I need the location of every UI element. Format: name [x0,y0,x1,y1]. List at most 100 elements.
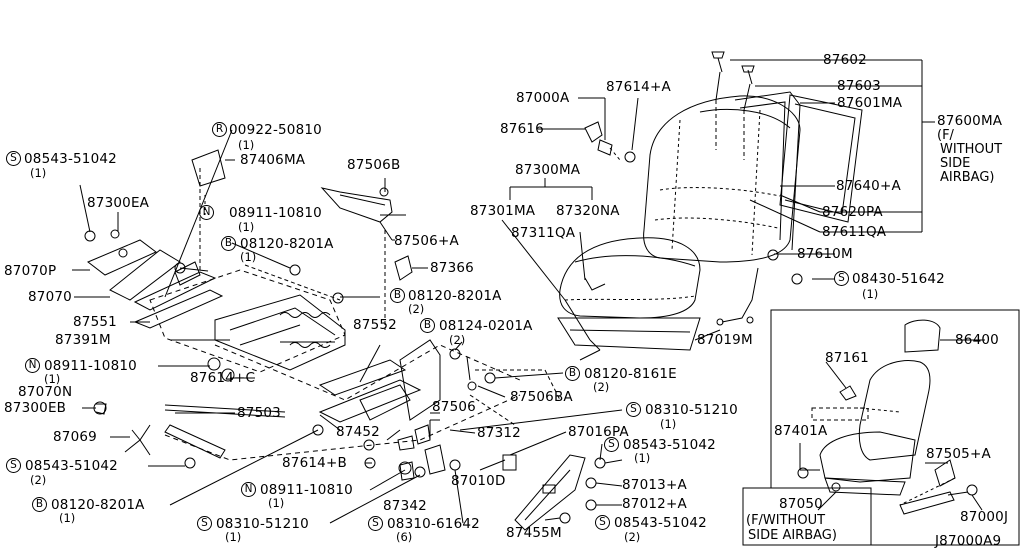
qty-08120-a: (1) [240,250,257,264]
symbol-n-08911-top: N [199,205,214,220]
symbol-s-08430: S [834,271,849,286]
label-08120-8201a-a: 08120-8201A [240,236,334,252]
label-87391m: 87391M [55,332,111,348]
label-08120-8201a-b: 08120-8201A [408,288,502,304]
label-87506a: 87506+A [394,233,459,249]
label-87070: 87070 [28,289,72,305]
label-87552: 87552 [353,317,397,333]
label-87012a: 87012+A [622,496,687,512]
qty-08310-bottom: (1) [225,530,242,544]
qty-08911-mid: (1) [44,372,61,386]
label-87300ea: 87300EA [87,195,150,211]
label-87161: 87161 [825,350,869,366]
label-87000j: 87000J [960,509,1009,525]
qty-08543-bottom: (2) [624,530,641,544]
symbol-b-08120-a: B [221,236,236,251]
label-87505a: 87505+A [926,446,991,462]
label-87366: 87366 [430,260,474,276]
label-87614a: 87614+A [606,79,671,95]
symbol-s-08543-bottom: S [595,515,610,530]
inset-note-line-2: SIDE AIRBAG) [748,528,837,543]
label-87050: 87050 [779,496,823,512]
symbol-b-08120-bottom: B [32,497,47,512]
label-08543-51042-bottom: 08543-51042 [614,515,707,531]
label-08543-51042-top: 08543-51042 [24,151,117,167]
label-87452: 87452 [336,424,380,440]
label-08120-8161e: 08120-8161E [584,366,677,382]
label-87506: 87506 [432,399,476,415]
label-87503: 87503 [237,405,281,421]
qty-08543-left: (2) [30,473,47,487]
label-08430-51642: 08430-51642 [852,271,945,287]
label-87603: 87603 [837,78,881,94]
symbol-s-08310-61642: S [368,516,383,531]
label-87611qa: 87611QA [822,224,887,240]
part-87366-shape [394,255,413,281]
qty-00922: (1) [238,138,255,152]
fasteners [84,187,803,524]
symbol-n-08911-bottom: N [241,482,256,497]
label-87455m: 87455M [506,525,562,541]
label-08120-8201a-bottom: 08120-8201A [51,497,145,513]
note-without-airbag-1: (F/ [937,128,954,143]
label-08124-0201a: 08124-0201A [439,318,533,334]
symbol-s-08543-left: S [6,458,21,473]
qty-08124: (2) [449,333,466,347]
qty-08120-8161: (2) [593,380,610,394]
label-87342: 87342 [383,498,427,514]
label-87406ma: 87406MA [240,152,306,168]
label-08310-51210-bottom: 08310-51210 [216,516,309,532]
label-08543-51042-right: 08543-51042 [623,437,716,453]
symbol-r-00922: R [212,122,227,137]
label-00922-50810: 00922-50810 [229,122,322,138]
label-08911-10810-bottom: 08911-10810 [260,482,353,498]
label-87312: 87312 [477,425,521,441]
label-87300ma: 87300MA [515,162,581,178]
label-08310-61642: 08310-61642 [387,516,480,532]
symbol-b-08124: B [420,318,435,333]
bracket-87406ma [164,129,235,298]
label-86400: 86400 [955,332,999,348]
label-87614b: 87614+B [282,455,347,471]
label-87070p: 87070P [4,263,57,279]
label-87640a: 87640+A [836,178,901,194]
note-without-airbag-4: AIRBAG) [940,170,995,185]
qty-08543-right: (1) [634,451,651,465]
note-without-airbag-3: SIDE [940,156,971,171]
qty-08310-right: (1) [660,417,677,431]
label-87601ma: 87601MA [837,95,903,111]
symbol-s-08543-top: S [6,151,21,166]
label-87070n: 87070N [18,384,73,400]
bracket-87300ma [501,178,601,361]
label-87000a: 87000A [516,90,570,106]
symbol-s-08310-bottom: S [197,516,212,531]
label-87616: 87616 [500,121,544,137]
note-without-airbag-2: WITHOUT [940,142,1003,157]
seat-back-outline [643,51,863,263]
label-08911-10810-top: 08911-10810 [229,205,322,221]
qty-08120-bottom: (1) [59,511,76,525]
symbol-b-08120-8161: B [565,366,580,381]
label-87013a: 87013+A [622,477,687,493]
label-87506b: 87506B [347,157,401,173]
label-87311qa: 87311QA [511,225,576,241]
label-87506ba: 87506BA [510,389,573,405]
label-87600ma: 87600MA [937,113,1003,129]
inset-note-line-1: (F/WITHOUT [746,513,826,528]
leaders-top-middle [538,97,639,163]
label-87320na: 87320NA [556,203,620,219]
label-87010d: 87010D [451,473,506,489]
symbol-n-08911-mid: N [25,358,40,373]
qty-08120-b: (2) [408,302,425,316]
symbol-s-08310-right: S [626,402,641,417]
diagram-id: J87000A9 [935,533,1002,549]
label-08543-51042-left: 08543-51042 [25,458,118,474]
label-87401a: 87401A [774,423,828,439]
symbol-b-08120-b: B [390,288,405,303]
qty-08430: (1) [862,287,879,301]
label-08911-10810-mid: 08911-10810 [44,358,137,374]
label-87602: 87602 [823,52,867,68]
label-87019m: 87019M [697,332,753,348]
